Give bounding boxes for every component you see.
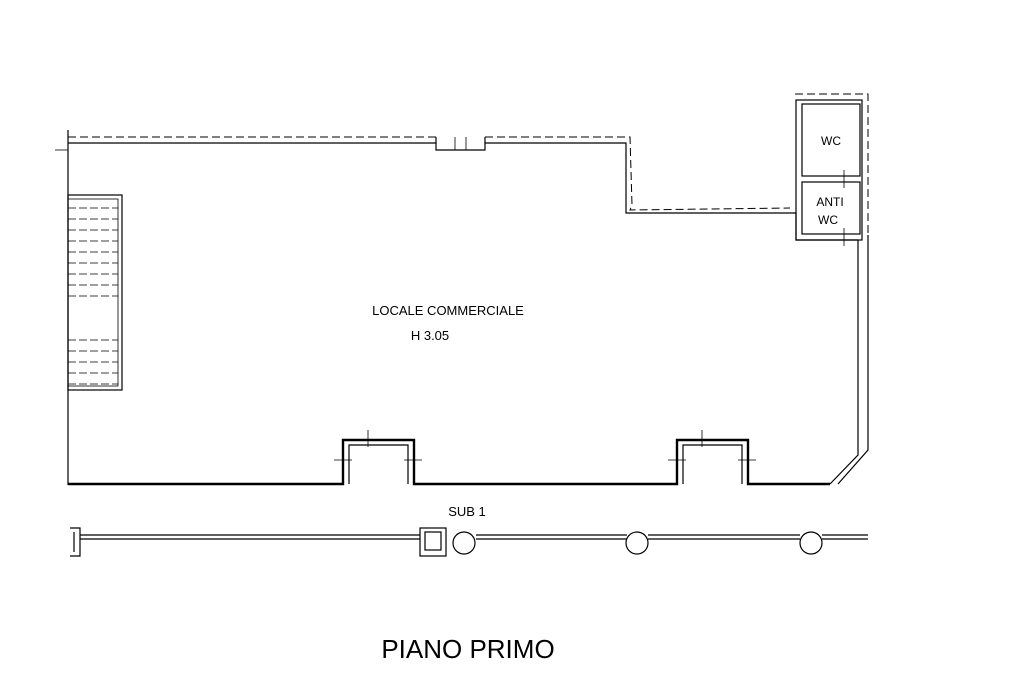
column-circle	[625, 531, 649, 555]
room-label-main: LOCALE COMMERCIALE	[372, 303, 524, 318]
staircase	[67, 194, 123, 391]
column-circle	[799, 531, 823, 555]
room-label-wc: WC	[821, 134, 841, 148]
room-label-anti-wc: WC	[818, 213, 838, 227]
column-circle	[452, 531, 476, 555]
railing	[70, 527, 868, 557]
room-label-anti: ANTI	[816, 195, 843, 209]
room-label-height: H 3.05	[411, 328, 449, 343]
floor-title: PIANO PRIMO	[381, 634, 554, 664]
unit-label: SUB 1	[448, 504, 486, 519]
dashed-boundary	[68, 93, 869, 235]
wc-block: WC ANTI WC	[795, 99, 863, 246]
